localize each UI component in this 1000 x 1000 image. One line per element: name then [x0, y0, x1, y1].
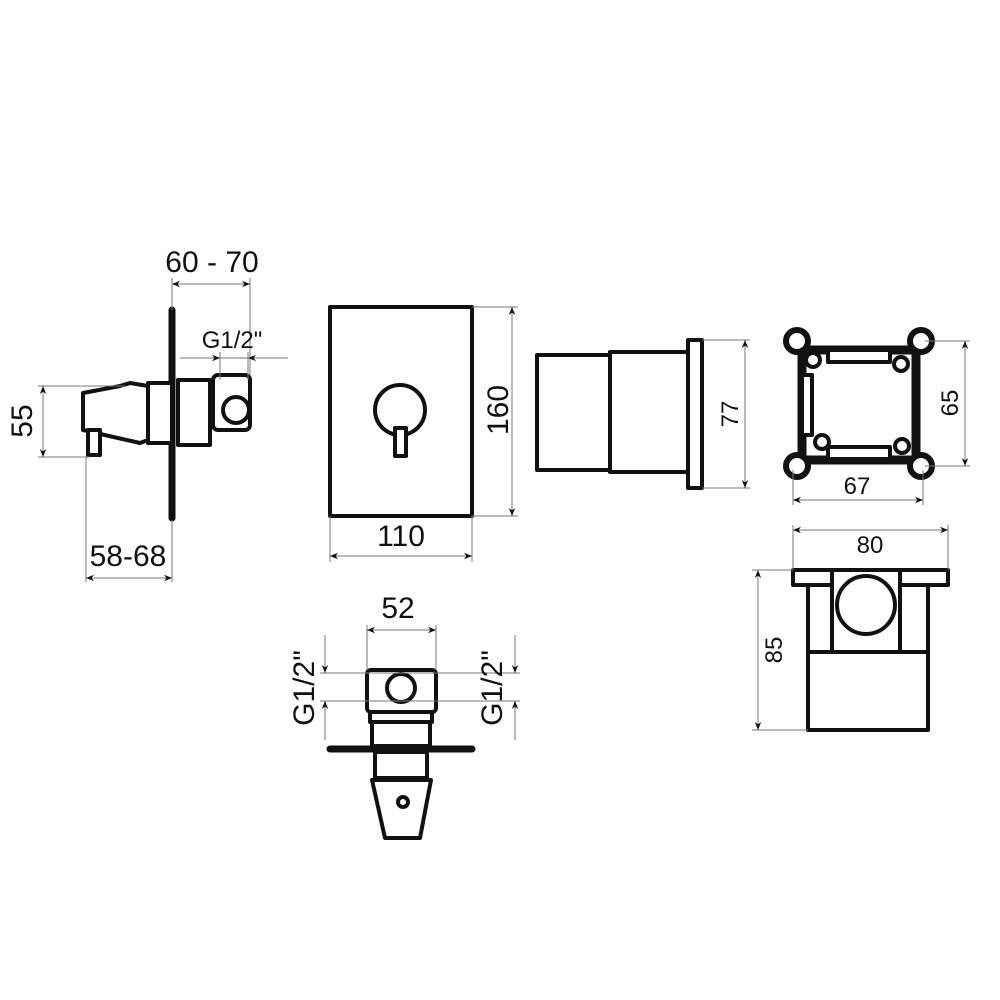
mount-hole [783, 452, 811, 480]
cartridge [176, 378, 212, 447]
box-top-view: 65 67 [783, 327, 970, 505]
dim-connector-width: 52 [381, 592, 414, 625]
port [385, 672, 417, 704]
lever [393, 426, 408, 458]
dim-thread: G1/2" [202, 327, 263, 354]
dim-thread-right: G1/2" [476, 650, 509, 726]
frame-slot [826, 445, 892, 461]
box-flange [686, 338, 704, 490]
dim-plate-height: 160 [482, 385, 515, 435]
handle [370, 778, 433, 840]
dim-thread-left: G1/2" [288, 650, 321, 726]
box-rear-part [608, 350, 690, 474]
dim-frame-height: 65 [937, 390, 964, 417]
dim-frame-width: 67 [844, 473, 871, 500]
screw [893, 437, 911, 455]
bottom-view: 52 G1/2" G1/2" [288, 592, 520, 840]
dim-plate-width: 110 [377, 520, 425, 553]
connector-port [221, 395, 251, 425]
frame-slot [826, 348, 892, 364]
screw [804, 351, 822, 369]
box-front-view: 80 85 [752, 525, 950, 732]
dim-depth: 60 - 70 [165, 246, 258, 279]
screw [892, 355, 910, 373]
cartridge [370, 720, 432, 748]
lever [86, 428, 102, 457]
box-side-view: 77 [535, 338, 750, 490]
cover [146, 381, 174, 445]
dim-box-depth: 77 [717, 401, 744, 428]
dim-box-width: 80 [857, 532, 884, 559]
cover [373, 750, 429, 780]
front-plate-view: 160 110 [328, 305, 518, 562]
mount-hole [783, 327, 811, 355]
dim-projection: 58-68 [90, 540, 167, 573]
lever-hole [396, 795, 410, 809]
port-hole [835, 574, 897, 636]
dim-height: 55 [6, 404, 39, 437]
screw [813, 433, 831, 451]
frame-slot [800, 373, 814, 437]
cover-plate [328, 305, 474, 518]
side-view: 60 - 70 G1/2" 55 58-68 [6, 246, 288, 582]
dim-box-height: 85 [761, 637, 788, 664]
box-front-part [535, 353, 612, 472]
